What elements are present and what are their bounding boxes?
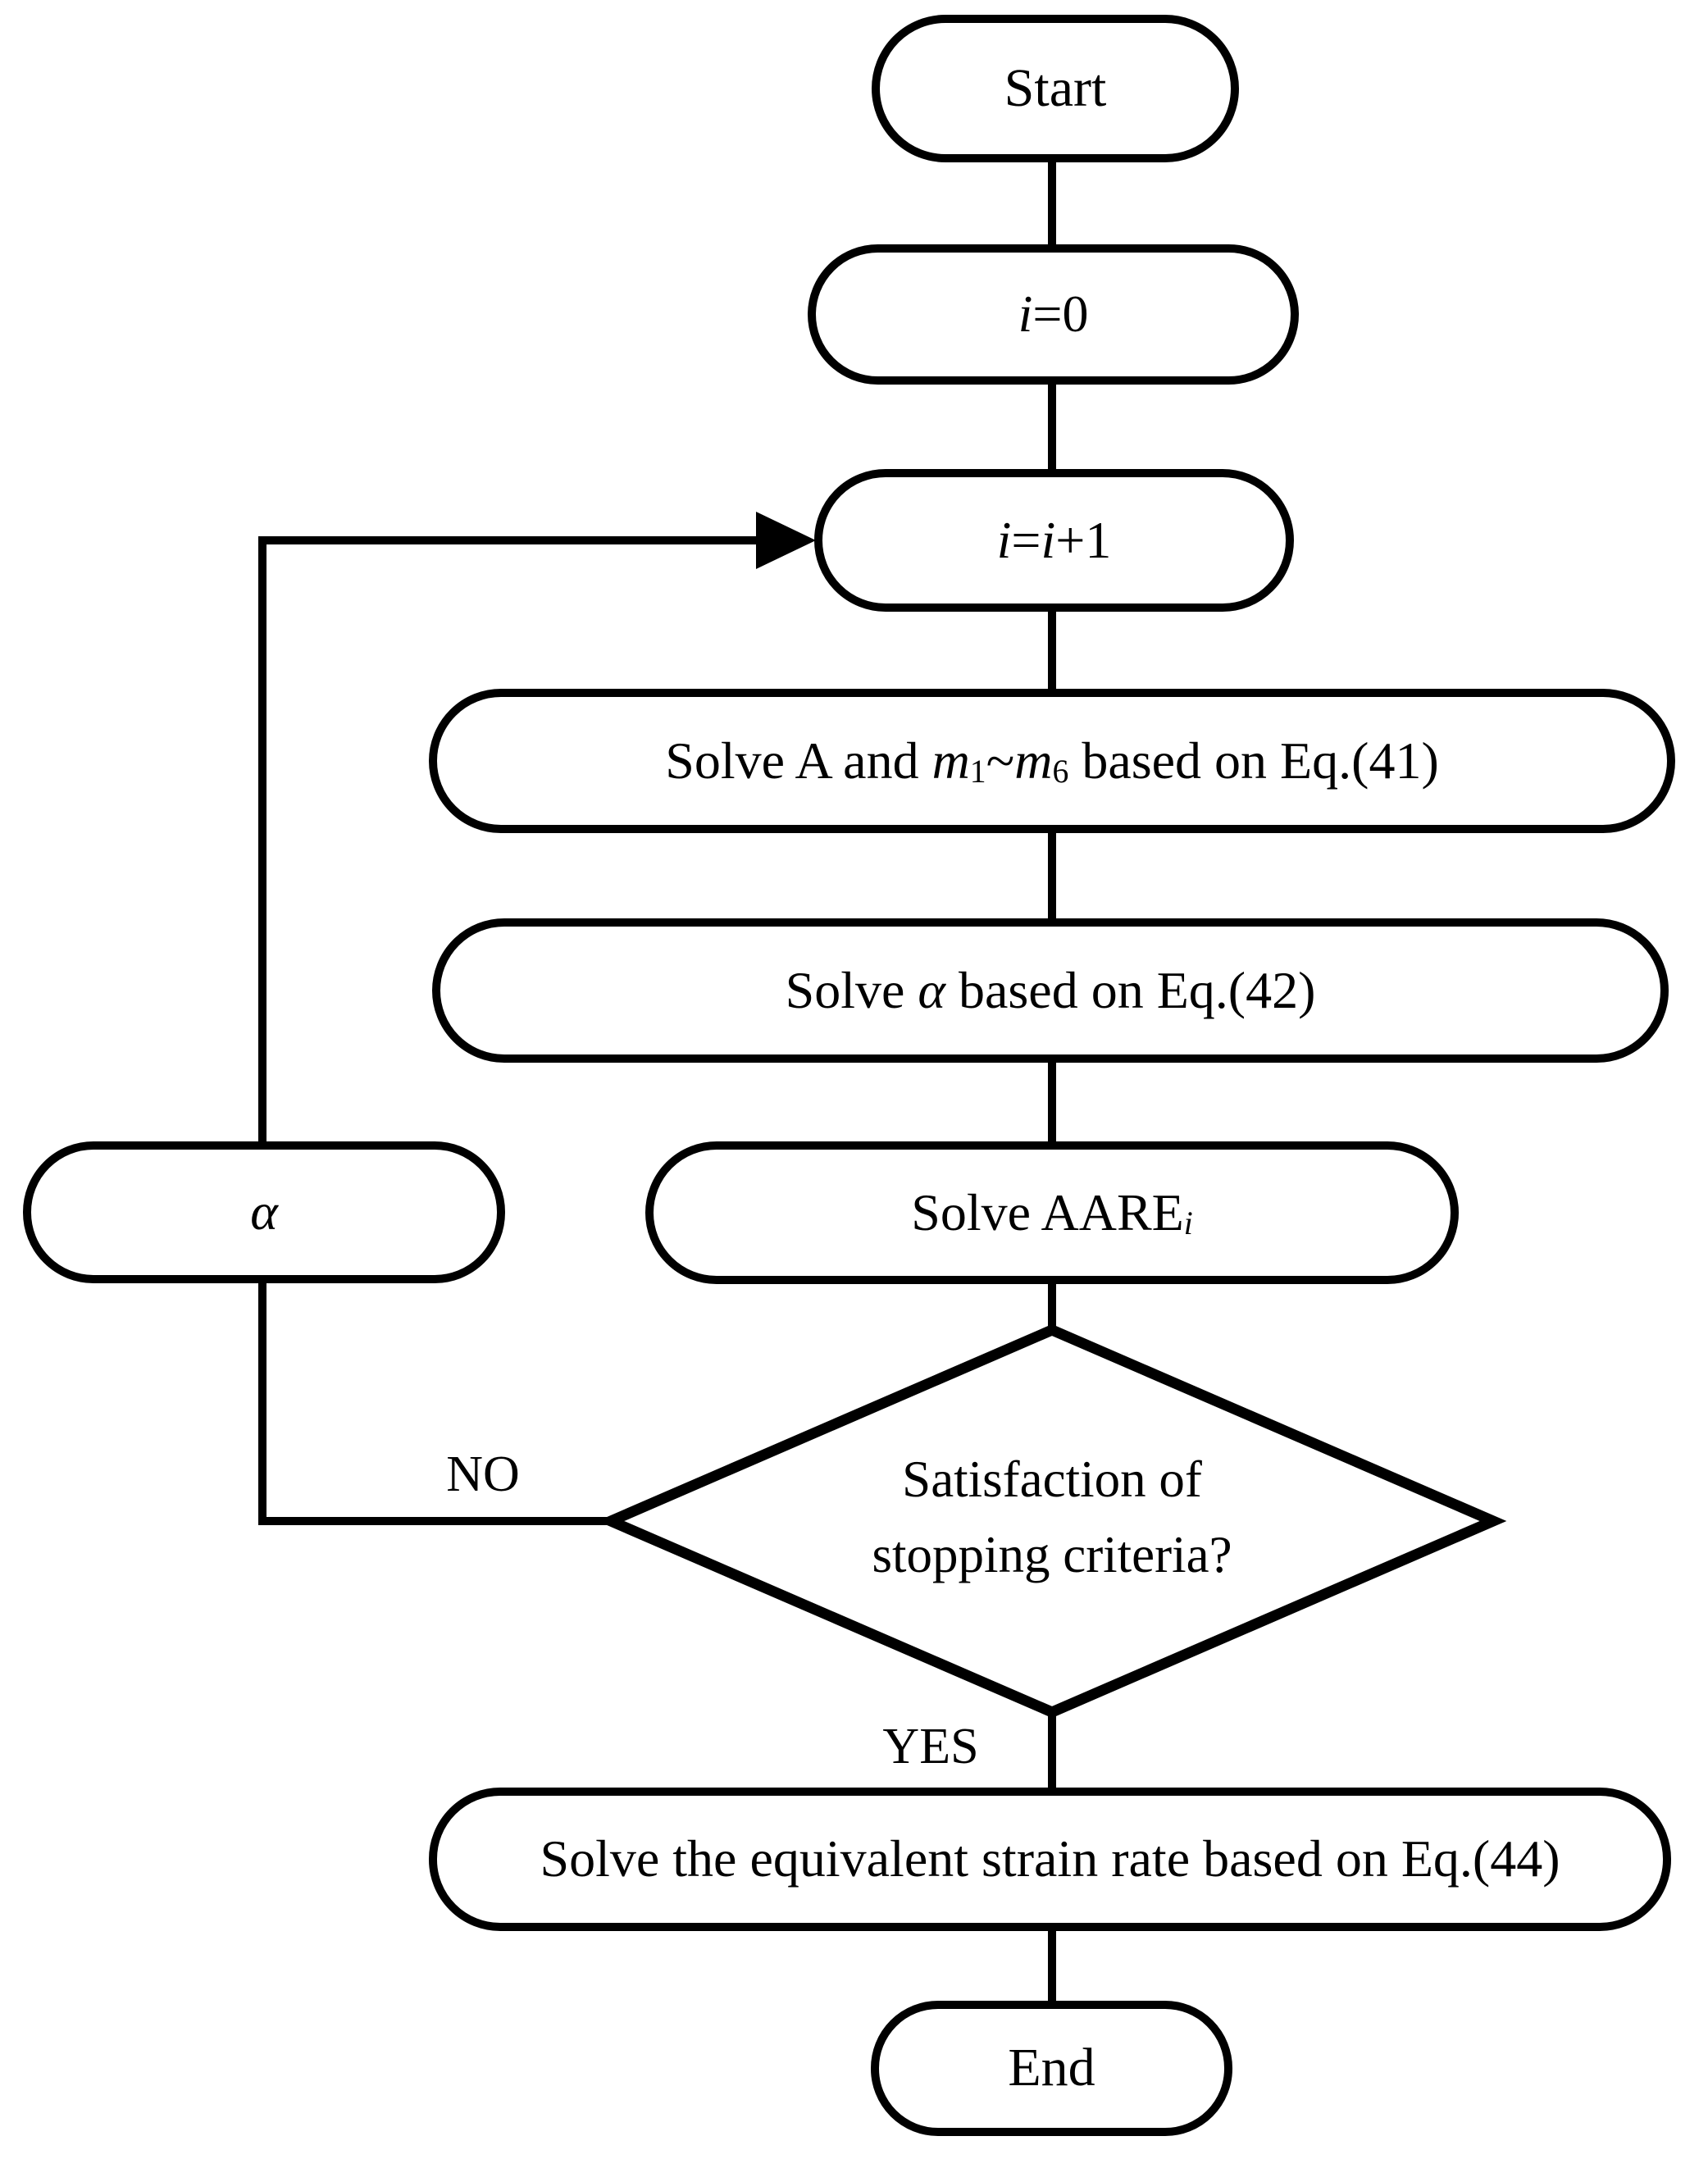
increment-node: i=i+1 (814, 469, 1294, 612)
yes-branch-label: YES (882, 1719, 979, 1774)
solve-aare-label: Solve AAREi (911, 1182, 1193, 1241)
start-label: Start (1004, 57, 1107, 118)
decision-line2: stopping criteria? (872, 1526, 1232, 1583)
init-label: i=0 (1018, 285, 1089, 344)
solve-a-node: Solve A and m1~m6 based on Eq.(41) (429, 689, 1675, 833)
decision-line1: Satisfaction of (902, 1451, 1202, 1508)
solve-a-label: Solve A and m1~m6 based on Eq.(41) (665, 731, 1439, 790)
end-node: End (871, 2001, 1232, 2136)
increment-label: i=i+1 (996, 510, 1112, 569)
no-branch-label: NO (446, 1446, 520, 1502)
alpha-feedback-label: α (250, 1182, 278, 1241)
no-loop-path (258, 536, 761, 1525)
solve-strain-rate-node: Solve the equivalent strain rate based o… (429, 1788, 1671, 1931)
solve-alpha-label: Solve α based on Eq.(42) (785, 960, 1316, 1019)
init-node: i=0 (808, 244, 1299, 385)
alpha-feedback-node: α (23, 1141, 505, 1283)
solve-alpha-node: Solve α based on Eq.(42) (432, 918, 1669, 1063)
solve-aare-node: Solve AAREi (645, 1141, 1459, 1284)
end-label: End (1008, 2038, 1095, 2098)
decision-node: Satisfaction of stopping criteria? (765, 1442, 1339, 1592)
loop-arrowhead-icon (756, 512, 816, 569)
start-node: Start (872, 15, 1239, 162)
solve-strain-rate-label: Solve the equivalent strain rate based o… (540, 1829, 1560, 1888)
decision-diamond-shape (597, 1323, 1507, 1719)
